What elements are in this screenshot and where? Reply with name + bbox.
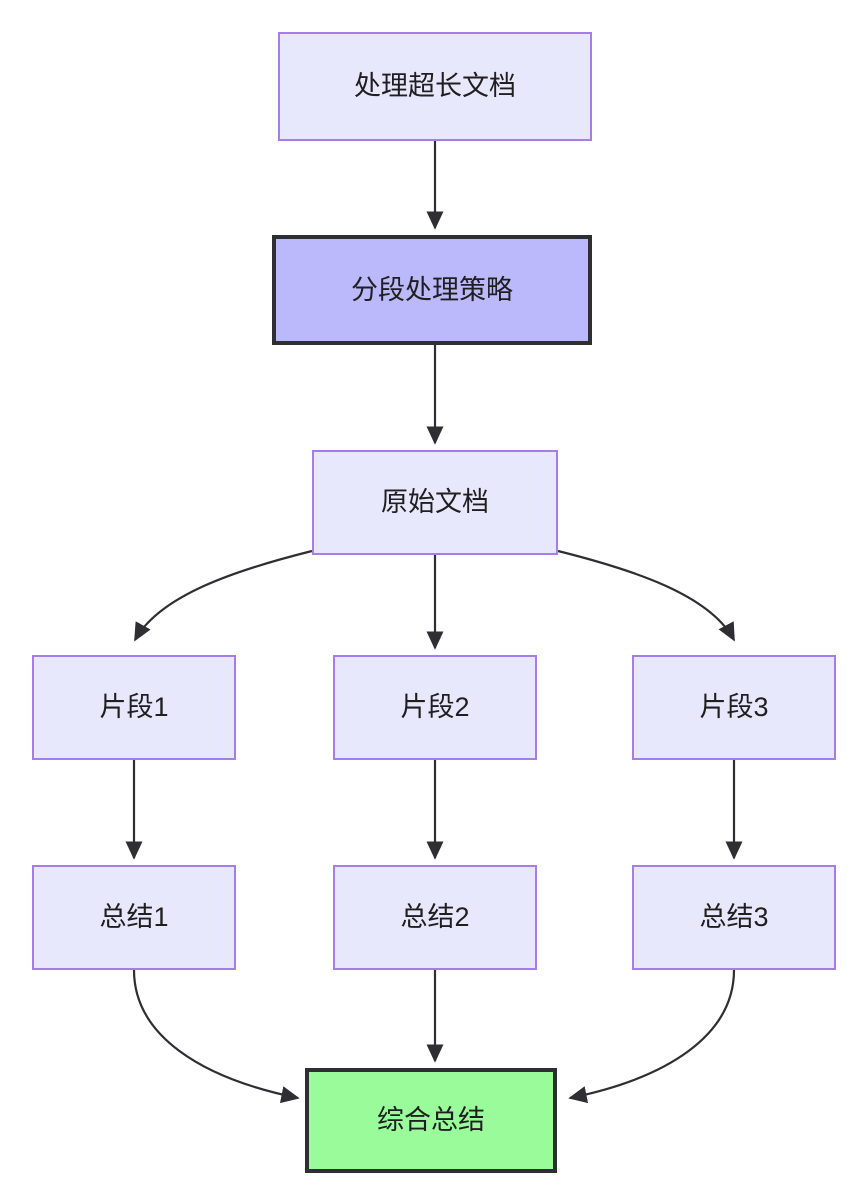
node-label: 总结2	[400, 902, 470, 933]
node-label: 片段3	[699, 692, 769, 723]
node-process-long-document[interactable]: 处理超长文档	[278, 32, 592, 141]
node-chunk-2[interactable]: 片段2	[333, 655, 537, 760]
node-label: 处理超长文档	[354, 71, 516, 102]
node-label: 综合总结	[377, 1105, 485, 1136]
node-summary-1[interactable]: 总结1	[32, 865, 236, 970]
node-chunk-3[interactable]: 片段3	[632, 655, 836, 760]
edge-summary1-to-final	[132, 969, 300, 1104]
node-label: 片段2	[400, 692, 470, 723]
node-source-document[interactable]: 原始文档	[312, 450, 558, 555]
node-label: 分段处理策略	[351, 274, 513, 305]
edge-source-to-chunk3	[557, 549, 735, 642]
edge-source-to-chunk1	[134, 549, 313, 642]
edge-summary3-to-final	[568, 969, 736, 1104]
node-label: 总结3	[699, 902, 769, 933]
node-label: 原始文档	[381, 487, 489, 518]
node-summary-3[interactable]: 总结3	[632, 865, 836, 970]
node-label: 片段1	[99, 692, 169, 723]
node-chunking-strategy[interactable]: 分段处理策略	[272, 235, 592, 345]
node-combined-summary[interactable]: 综合总结	[305, 1068, 557, 1173]
node-label: 总结1	[99, 902, 169, 933]
node-summary-2[interactable]: 总结2	[333, 865, 537, 970]
node-chunk-1[interactable]: 片段1	[32, 655, 236, 760]
